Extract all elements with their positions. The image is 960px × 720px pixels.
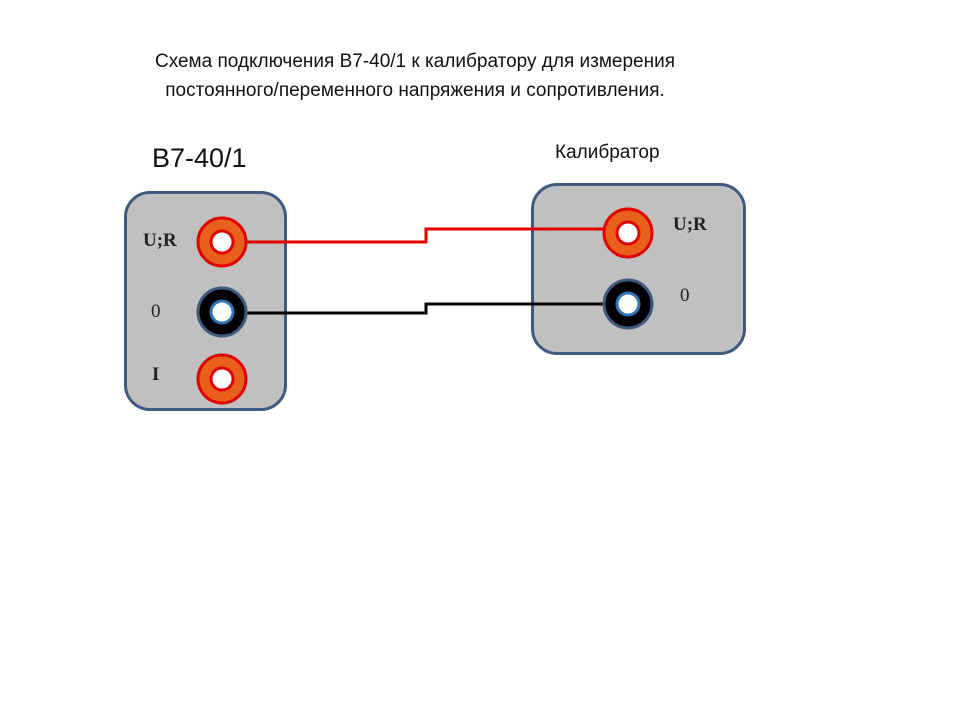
device-title: В7-40/1 [152, 143, 247, 173]
device-terminal-label-i: I [152, 364, 160, 385]
device-terminal-label-ur: U;R [143, 230, 177, 251]
device-terminal-label-zero: 0 [151, 301, 161, 322]
calibrator-jack-ur [602, 207, 654, 259]
device-jack-i [196, 353, 248, 405]
calibrator-title: Калибратор [555, 142, 660, 163]
device-jack-ur [196, 216, 248, 268]
calibrator-terminal-label-ur: U;R [673, 214, 707, 235]
calibrator-terminal-label-zero: 0 [680, 285, 690, 306]
wire-zero [240, 302, 610, 315]
diagram-caption-line-2: постоянного/переменного напряжения и соп… [165, 80, 665, 101]
wire-ur [238, 227, 612, 244]
device-jack-zero [196, 286, 248, 338]
diagram-caption-line-1: Схема подключения В7-40/1 к калибратору … [154, 51, 675, 72]
calibrator-jack-zero [602, 278, 654, 330]
